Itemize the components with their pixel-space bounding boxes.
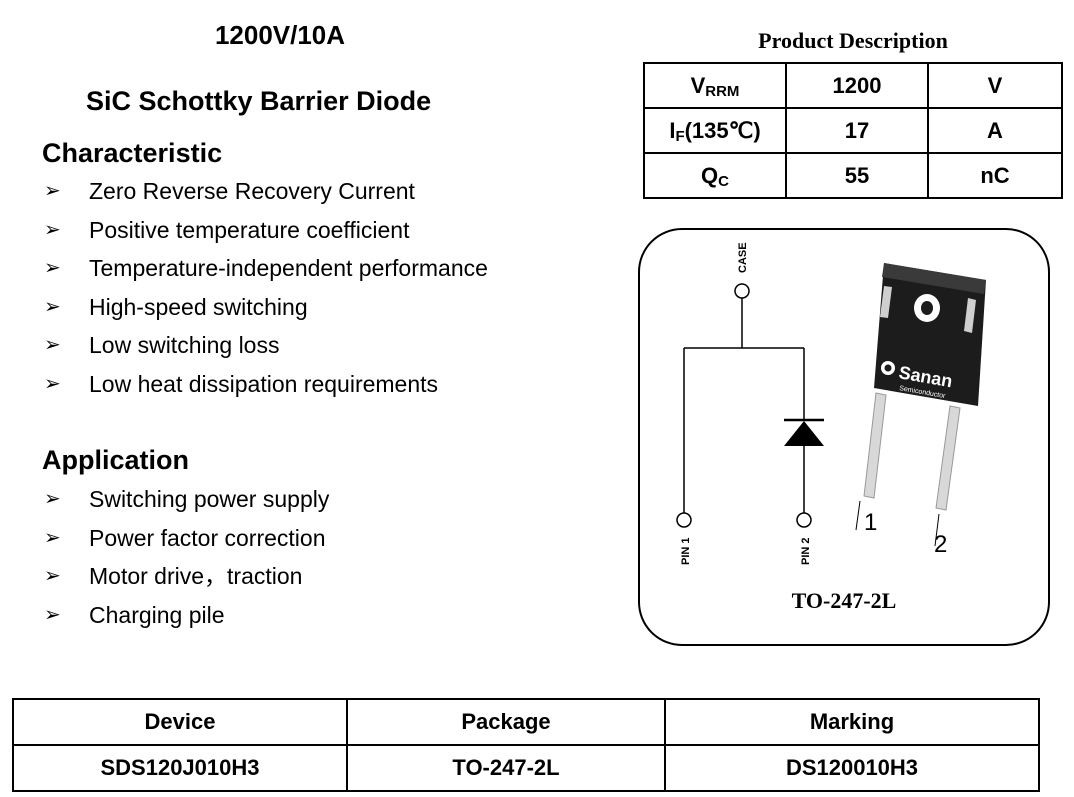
header-marking: Marking: [664, 698, 1040, 746]
characteristic-heading: Characteristic: [42, 138, 223, 168]
header-device: Device: [12, 698, 348, 746]
list-item: ➢Zero Reverse Recovery Current: [44, 175, 488, 214]
application-heading: Application: [42, 445, 189, 475]
table-row: SDS120J010H3 TO-247-2L DS120010H3: [12, 744, 1040, 792]
list-item: ➢Temperature-independent performance: [44, 252, 488, 291]
value-cell: 55: [785, 152, 929, 199]
lead-number-2: 2: [934, 531, 947, 558]
arrow-bullet-icon: ➢: [44, 372, 61, 395]
arrow-bullet-icon: ➢: [44, 565, 61, 587]
arrow-bullet-icon: ➢: [44, 218, 61, 241]
pin1-label: PIN 1: [680, 537, 692, 565]
table-row: IF(135℃) 17 A: [643, 107, 1063, 154]
pin2-terminal-icon: [796, 512, 812, 528]
case-label: CASE: [737, 242, 749, 273]
param-cell: QC: [643, 152, 787, 199]
unit-cell: V: [927, 62, 1063, 109]
device-cell: SDS120J010H3: [12, 744, 348, 792]
rating-title: 1200V/10A: [214, 20, 346, 50]
marking-cell: DS120010H3: [664, 744, 1040, 792]
pin1-terminal-icon: [676, 512, 692, 528]
list-item: ➢Positive temperature coefficient: [44, 214, 488, 253]
table-row: VRRM 1200 V: [643, 62, 1063, 109]
unit-cell: nC: [927, 152, 1063, 199]
list-item: ➢Power factor correction: [44, 522, 329, 561]
diode-symbol-icon: [784, 421, 824, 446]
to247-package-icon: [855, 263, 986, 547]
arrow-bullet-icon: ➢: [44, 488, 61, 510]
pin2-label: PIN 2: [800, 537, 812, 565]
package-cell: TO-247-2L: [346, 744, 666, 792]
schematic-diagram: Sanan Semiconductor 1 2 CASE PIN 1 PIN 2: [676, 242, 986, 565]
arrow-bullet-icon: ➢: [44, 295, 61, 318]
list-item: ➢Charging pile: [44, 599, 329, 638]
product-description-title: Product Description: [758, 28, 948, 53]
list-item: ➢Low heat dissipation requirements: [44, 368, 488, 407]
package-diagram-frame: [638, 228, 1050, 646]
list-item: ➢Switching power supply: [44, 483, 329, 522]
device-table: Device Package Marking SDS120J010H3 TO-2…: [12, 698, 1040, 792]
arrow-bullet-icon: ➢: [44, 603, 61, 626]
product-description-table: VRRM 1200 V IF(135℃) 17 A QC 55 nC: [643, 62, 1063, 199]
lead-number-1: 1: [864, 509, 877, 536]
header-package: Package: [346, 698, 666, 746]
arrow-bullet-icon: ➢: [44, 180, 61, 202]
product-subtitle: SiC Schottky Barrier Diode: [86, 86, 432, 116]
list-item: ➢High-speed switching: [44, 291, 488, 330]
value-cell: 1200: [785, 62, 929, 109]
application-list: ➢Switching power supply ➢Power factor co…: [44, 483, 329, 637]
unit-cell: A: [927, 107, 1063, 154]
arrow-bullet-icon: ➢: [44, 334, 61, 356]
table-header-row: Device Package Marking: [12, 698, 1040, 746]
characteristic-list: ➢Zero Reverse Recovery Current ➢Positive…: [44, 175, 488, 406]
table-row: QC 55 nC: [643, 152, 1063, 199]
param-cell: IF(135℃): [643, 107, 787, 154]
value-cell: 17: [785, 107, 929, 154]
arrow-bullet-icon: ➢: [44, 526, 61, 549]
param-cell: VRRM: [643, 62, 787, 109]
list-item: ➢Low switching loss: [44, 329, 488, 368]
arrow-bullet-icon: ➢: [44, 257, 61, 279]
case-terminal-icon: [734, 283, 750, 299]
package-name-label: TO-247-2L: [791, 588, 897, 613]
list-item: ➢Motor drive，traction: [44, 560, 329, 599]
